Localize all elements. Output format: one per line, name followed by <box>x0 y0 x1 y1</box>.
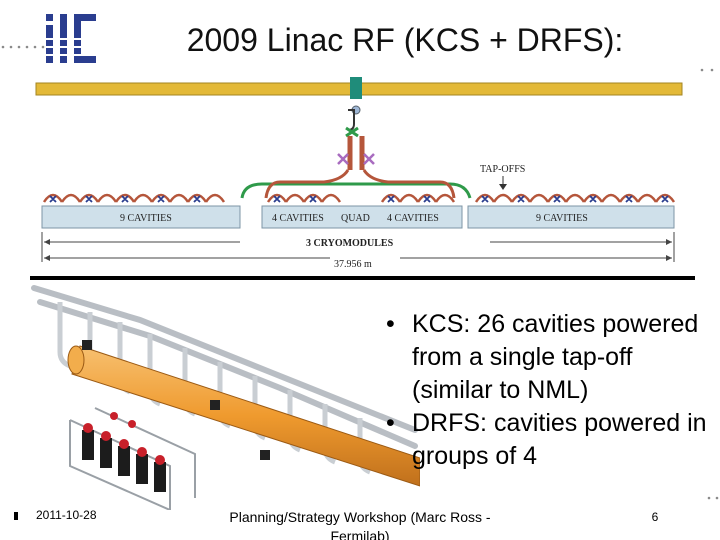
decorative-dots <box>707 496 719 500</box>
label-quad: QUAD <box>341 213 370 224</box>
label-4-cavities-right: 4 CAVITIES <box>387 213 439 224</box>
slide-title: 2009 Linac RF (KCS + DRFS): <box>186 22 624 58</box>
page-number: 6 <box>651 510 659 524</box>
decorative-dots <box>1 45 45 49</box>
bullet-dot: • <box>386 409 395 437</box>
label-cryomodules: 3 CRYOMODULES <box>306 238 394 249</box>
footer-event: Planning/Strategy Workshop (Marc Ross - … <box>229 509 491 540</box>
section-divider <box>30 276 695 280</box>
drfs-3d-rendering <box>31 285 420 510</box>
bullet-item-drfs: • DRFS: cavities powered in groups of 4 <box>382 407 712 473</box>
rf-distribution-diagram: TAP-OFFS 9 CAVITIES 4 CAVITIES QUAD 4 CA… <box>35 77 683 270</box>
ilc-logo-icon <box>42 14 102 63</box>
bullet-text: KCS: 26 cavities powered from a single t… <box>412 310 699 404</box>
footer-date: 2011-10-28 <box>36 508 97 522</box>
klystron-connector <box>350 77 362 99</box>
tapoffs-label: TAP-OFFS <box>480 164 525 175</box>
cryomodule-right <box>467 205 675 229</box>
bullet-item-kcs: • KCS: 26 cavities powered from a single… <box>382 308 712 407</box>
cryomodule-left <box>41 205 241 229</box>
bullet-dot: • <box>386 310 395 338</box>
footer-marker <box>14 512 18 520</box>
bullet-list: • KCS: 26 cavities powered from a single… <box>382 308 712 473</box>
label-9-cavities-left: 9 CAVITIES <box>120 213 172 224</box>
label-9-cavities-right: 9 CAVITIES <box>536 213 588 224</box>
cryomodule-center <box>261 205 463 229</box>
label-4-cavities-left: 4 CAVITIES <box>272 213 324 224</box>
decorative-dots <box>700 68 714 72</box>
bullet-text: DRFS: cavities powered in groups of 4 <box>412 409 707 470</box>
label-length: 37.956 m <box>334 259 372 270</box>
